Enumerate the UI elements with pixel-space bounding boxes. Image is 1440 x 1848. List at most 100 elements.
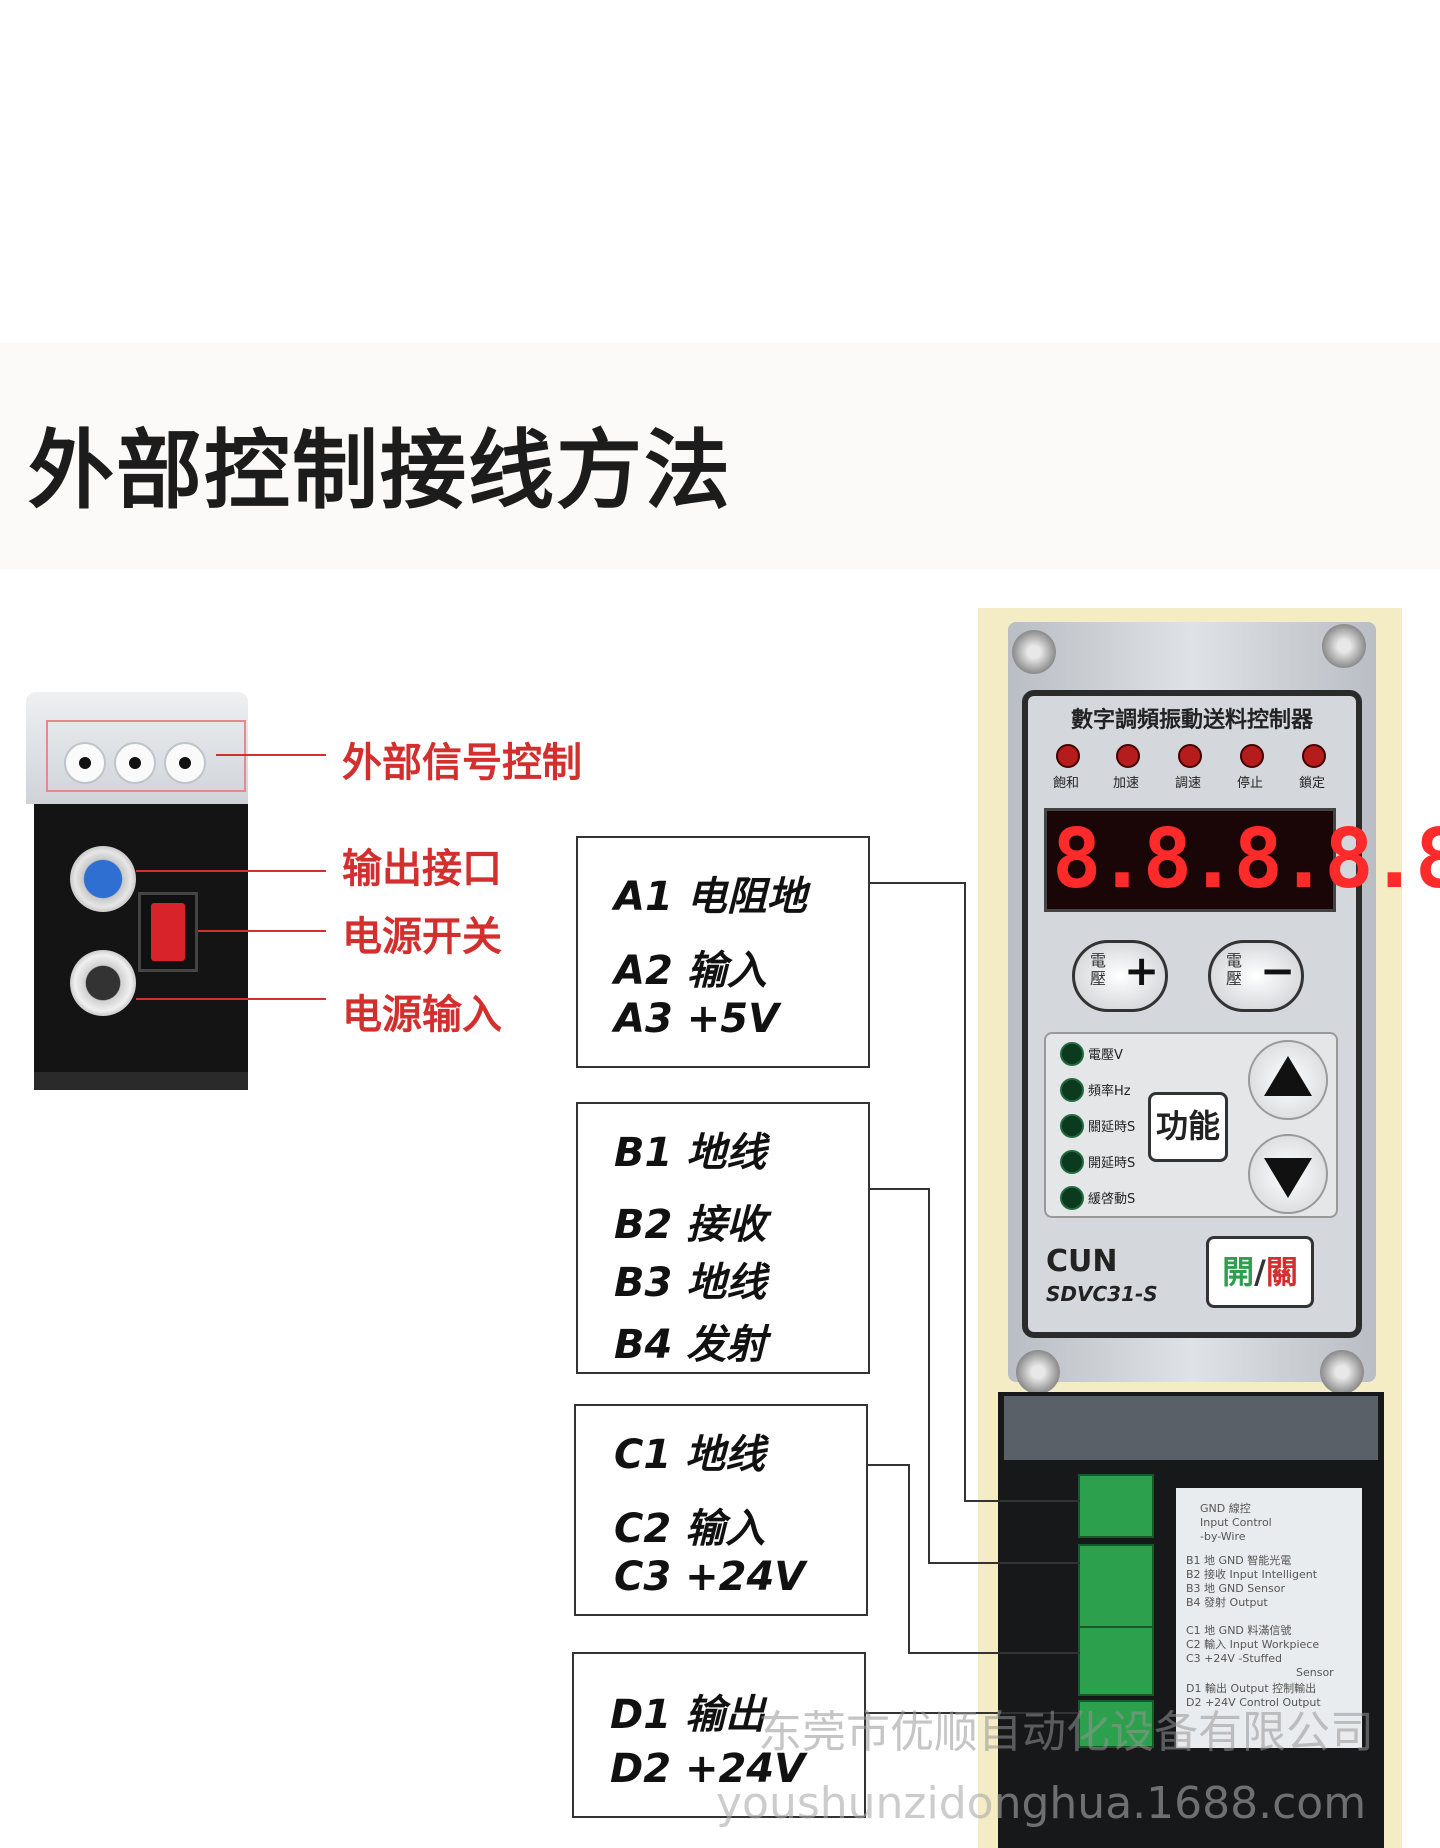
led-label: 飽和 [1052, 776, 1079, 791]
down-button[interactable] [1248, 1134, 1328, 1214]
pin-box-b [576, 1102, 870, 1374]
screw-icon [1016, 1350, 1060, 1394]
power-close-text: 關 [1265, 1253, 1298, 1291]
terminal-block-b [1078, 1544, 1154, 1636]
sheet-line: GND 線控 [1200, 1502, 1251, 1515]
led-stop [1240, 744, 1264, 768]
led-off-delay [1060, 1114, 1084, 1138]
compartment-cover [1004, 1396, 1378, 1460]
screw-icon [1320, 1350, 1364, 1394]
label-line-switch [198, 930, 326, 932]
pin-c1: C1 地线 [614, 1432, 766, 1478]
led-label: 停止 [1236, 776, 1263, 791]
wiring-label-sheet [1176, 1488, 1362, 1748]
status-label: 頻率Hz [1088, 1084, 1131, 1099]
led-lock [1302, 744, 1326, 768]
sheet-line: B1 地 GND 智能光電 [1186, 1554, 1292, 1567]
pin-box-c [574, 1404, 868, 1616]
screw-icon [1012, 630, 1056, 674]
pin-b3: B3 地线 [614, 1260, 767, 1306]
wire-c [866, 1464, 910, 1466]
label-line-output [136, 870, 326, 872]
led-saturation [1056, 744, 1080, 768]
power-input-connector-icon [70, 950, 136, 1016]
led-accelerate [1116, 744, 1140, 768]
signal-port-1 [64, 742, 106, 784]
label-power-switch: 电源开关 [342, 914, 502, 960]
led-label: 加速 [1112, 776, 1139, 791]
sheet-line: D2 +24V Control Output [1186, 1696, 1321, 1709]
sheet-line: B3 地 GND Sensor [1186, 1582, 1285, 1595]
pin-c3: C3 +24V [614, 1554, 806, 1600]
voltage-down-button[interactable] [1208, 940, 1304, 1012]
seven-segment-display [1044, 808, 1336, 912]
led-frequency [1060, 1078, 1084, 1102]
label-line-power [136, 998, 326, 1000]
up-button[interactable] [1248, 1040, 1328, 1120]
power-switch [138, 892, 198, 972]
output-connector-icon [70, 846, 136, 912]
sheet-line: C3 +24V -Stuffed [1186, 1652, 1282, 1665]
label-external-signal: 外部信号控制 [342, 740, 582, 786]
label-line-signal [216, 754, 326, 756]
watermark-company: 东莞市优顺自动化设备有限公司 [758, 1707, 1374, 1758]
screw-icon [1322, 624, 1366, 668]
brand-logo: CUN [1046, 1244, 1118, 1279]
terminal-block-c [1078, 1626, 1154, 1696]
wire-b [928, 1188, 930, 1564]
status-label: 電壓V [1088, 1048, 1123, 1063]
plus-icon: + [1124, 946, 1160, 995]
pin-c2: C2 输入 [614, 1506, 766, 1552]
signal-port-2 [114, 742, 156, 784]
controller-title: 數字調頻振動送料控制器 [1070, 708, 1313, 733]
pin-box-d [572, 1652, 866, 1818]
power-sep: / [1254, 1253, 1266, 1291]
led-label: 鎖定 [1298, 776, 1325, 791]
wire-a [964, 882, 966, 1502]
status-label: 緩啓動S [1088, 1192, 1136, 1207]
pin-a2: A2 输入 [614, 948, 767, 994]
pin-d1: D1 输出 [610, 1692, 765, 1738]
status-label: 開延時S [1088, 1156, 1136, 1171]
wire-c [908, 1652, 1080, 1654]
label-output-port: 输出接口 [342, 846, 502, 892]
page-title: 外部控制接线方法 [28, 421, 732, 521]
wire-b [868, 1188, 930, 1190]
up-triangle-icon [1264, 1056, 1312, 1096]
voltage-up-button[interactable] [1072, 940, 1168, 1012]
power-open-text: 開 [1222, 1253, 1255, 1291]
sheet-line: -by-Wire [1200, 1530, 1246, 1543]
sheet-line: C1 地 GND 料滿信號 [1186, 1624, 1292, 1637]
led-speed [1178, 744, 1202, 768]
controller-front-panel [1022, 690, 1362, 1338]
pin-a3: A3 +5V [614, 996, 780, 1042]
down-triangle-icon [1264, 1158, 1312, 1198]
wire-a [964, 1500, 1080, 1502]
sheet-line: B2 接收 Input Intelligent [1186, 1568, 1318, 1581]
pin-b2: B2 接收 [614, 1202, 767, 1248]
signal-port-3 [164, 742, 206, 784]
function-button[interactable]: 功能 [1148, 1092, 1228, 1162]
model-number: SDVC31-S [1046, 1282, 1158, 1306]
device-base [34, 1072, 248, 1090]
label-power-input: 电源输入 [342, 992, 502, 1038]
led-label: 調速 [1174, 776, 1201, 791]
sheet-line: Sensor [1296, 1666, 1334, 1679]
pin-b4: B4 发射 [614, 1322, 767, 1368]
pin-box-a [576, 836, 870, 1068]
voltage-up-text: 電壓 [1090, 951, 1107, 988]
watermark-url: youshunzidonghua.1688.com [716, 1778, 1367, 1829]
led-soft-start [1060, 1186, 1084, 1210]
wire-a [868, 882, 966, 884]
signal-port-highlight [46, 720, 246, 792]
sheet-line: C2 輸入 Input Workpiece [1186, 1638, 1320, 1651]
wire-b [928, 1562, 1080, 1564]
status-label: 關延時S [1088, 1120, 1136, 1135]
terminal-block-d [1078, 1700, 1154, 1748]
wire-c [908, 1464, 910, 1654]
led-voltage [1060, 1042, 1084, 1066]
title-band [0, 343, 1440, 569]
power-button[interactable]: 開/關 [1206, 1236, 1314, 1308]
sheet-line: Input Control [1200, 1516, 1272, 1529]
led-on-delay [1060, 1150, 1084, 1174]
